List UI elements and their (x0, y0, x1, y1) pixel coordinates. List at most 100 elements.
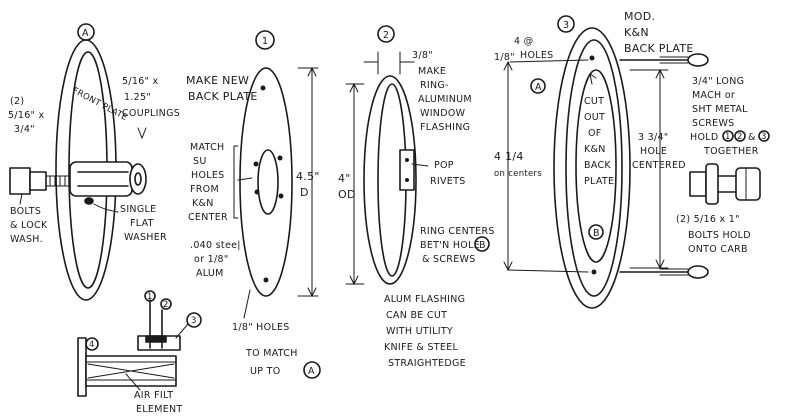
match-1: MATCH (190, 142, 224, 153)
filter-label-2: ELEMENT (136, 404, 183, 415)
ring-assembly: 2 3/8" MAKE RING- ALUMINUM WINDOW FLASHI… (338, 25, 495, 369)
mod-title-2: K&N (624, 26, 649, 39)
nut (689, 171, 707, 197)
bolts-size-2: 3/4" (14, 124, 35, 135)
hold-1: 1 (725, 132, 731, 142)
match-5: K&N (192, 198, 214, 209)
bolt-head (9, 167, 31, 195)
bolts-desc-1: BOLTS (10, 206, 41, 217)
hole-dim-3: CENTERED (632, 160, 686, 171)
bolts-1: (2) 5/16 x 1" (676, 214, 740, 225)
cutout-1: CUT (584, 96, 604, 107)
circle-a-label: A (82, 28, 89, 39)
holes-1: 1/8" HOLES (232, 322, 290, 333)
bolts-2: BOLTS HOLD (688, 230, 751, 241)
cutout-3: OF (588, 128, 602, 139)
centers-3: & SCREWS (422, 254, 476, 265)
screws-5: HOLD (690, 132, 718, 143)
bolts-size-1: 5/16" x (8, 110, 45, 121)
center-dim-1: 4 1/4 (494, 150, 524, 163)
circle-two (377, 25, 395, 43)
material-2: or 1/8" (194, 254, 229, 265)
bolts-3: ONTO CARB (688, 244, 748, 255)
circle-three (557, 15, 575, 33)
b-ring-label: B (593, 228, 600, 239)
small-3: 3 (191, 316, 197, 326)
small-2: 2 (163, 300, 169, 310)
cut-note-4: KNIFE & STEEL (384, 342, 458, 353)
screws-1: 3/4" LONG (692, 76, 744, 87)
match-4: FROM (190, 184, 219, 195)
rivets-2: RIVETS (430, 176, 466, 187)
screws-6: & (748, 132, 756, 143)
circle-one-label: 1 (262, 36, 268, 47)
filter-left-plate (77, 337, 87, 397)
diameter-1: 4.5" (296, 170, 320, 183)
match-2: SU (193, 156, 207, 167)
ring-thickness: 3/8" (412, 50, 433, 61)
circle-a (77, 23, 95, 41)
flat-washer (84, 197, 94, 205)
circle-two-label: 2 (383, 30, 389, 41)
bolts-desc-3: WASH. (10, 234, 43, 245)
centers-2: BET'N HOLE (420, 240, 480, 251)
cutout-2: OUT (584, 112, 605, 123)
filter-label-1: AIR FILT (134, 390, 173, 401)
hole-dim-1: 3 3/4" (638, 132, 669, 143)
couplings-1: 5/16" x (122, 76, 159, 87)
diameter-2: D (300, 186, 309, 199)
nut-washer (705, 163, 719, 205)
ring-make-4: WINDOW (420, 108, 466, 119)
front-plate-label: FRONT PLATE (71, 86, 129, 123)
cut-note-5: STRAIGHTEDGE (388, 358, 466, 369)
a-ref-label: A (308, 366, 315, 377)
mod-back-plate-assembly: 3 CUT OUT OF K&N BACK PLATE B MOD. K&N B… (494, 10, 770, 309)
cut-note-3: WITH UTILITY (386, 326, 453, 337)
mod-hole-size: 1/8" (494, 52, 515, 63)
bolts-qty: (2) (10, 96, 24, 107)
mod-title-3: BACK PLATE (624, 42, 694, 55)
lock-washer (29, 171, 47, 191)
back-plate-assembly: 1 MAKE NEW BACK PLATE MATCH SU HOLES FRO… (186, 30, 321, 379)
small-1: 1 (147, 292, 153, 302)
mod-plate-outer (553, 27, 631, 309)
hold-2: 2 (737, 132, 743, 142)
mod-holes-2: HOLES (520, 50, 553, 61)
ring-make-1: MAKE (418, 66, 446, 77)
back-plate-center (257, 149, 279, 215)
couplings-2: 1.25" (124, 92, 151, 103)
hole-dim-2: HOLE (640, 146, 667, 157)
centers-1: RING CENTERS (420, 226, 495, 237)
hold-3: 3 (761, 132, 767, 142)
front-plate-assembly: A FRONT PLATE (2) 5/16" x 3/4" BOLTS & L… (8, 23, 180, 301)
screws-2: MACH or (692, 90, 735, 101)
ring-make-3: ALUMINUM (418, 94, 472, 105)
washer-1: SINGLE (120, 204, 156, 215)
material-3: ALUM (196, 268, 224, 279)
mod-plate-rim (565, 39, 623, 297)
match-3: HOLES (191, 170, 224, 181)
bolt-head-right (735, 167, 761, 201)
ring-make-2: RING- (420, 80, 449, 91)
washer-3: WASHER (124, 232, 167, 243)
cutout-4: K&N (584, 144, 606, 155)
air-filter-assembly: 1 2 3 4 AIR FILT ELEMENT (77, 290, 202, 415)
cut-note-2: CAN BE CUT (386, 310, 447, 321)
b-ref-label: B (479, 240, 486, 251)
back-plate-title-2: BACK PLATE (188, 90, 258, 103)
mod-title-1: MOD. (624, 10, 655, 23)
ring-outer (363, 75, 417, 285)
cutout-5: BACK (584, 160, 611, 171)
screws-7: TOGETHER (703, 146, 759, 157)
ring-make-5: FLASHING (420, 122, 470, 133)
cut-note-1: ALUM FLASHING (384, 294, 465, 305)
screws-4: SCREWS (692, 118, 735, 129)
washer-2: FLAT (130, 218, 154, 229)
screws-3: SHT METAL (692, 104, 748, 115)
match-6: CENTER (188, 212, 228, 223)
mod-holes-1: 4 @ (514, 36, 533, 47)
back-plate-disc (239, 67, 293, 297)
holes-3: UP TO (250, 366, 280, 377)
